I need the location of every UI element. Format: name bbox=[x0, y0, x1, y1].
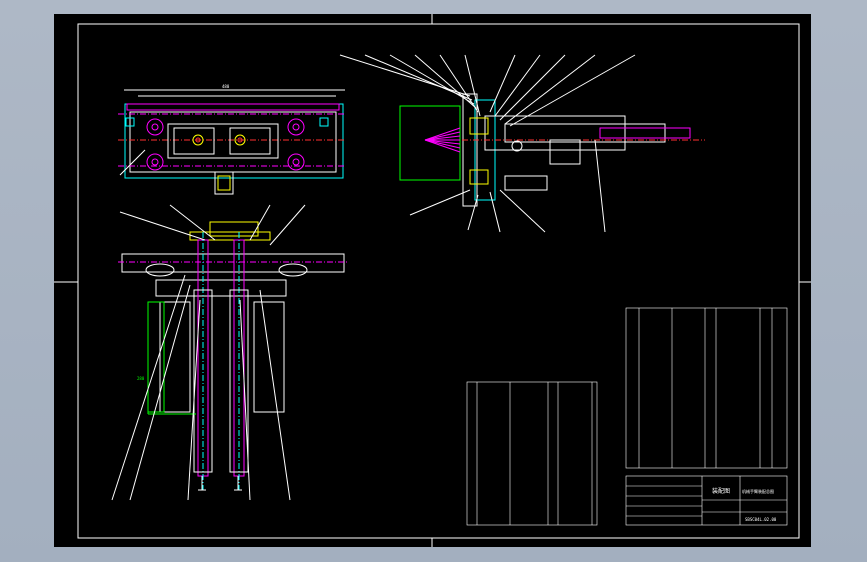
sheet-frame bbox=[54, 14, 811, 547]
front-view-dimension: 280 bbox=[137, 376, 145, 381]
bom-table-left bbox=[466, 381, 598, 526]
plan-view-dimension: 480 bbox=[222, 84, 230, 89]
plan-view: 480 bbox=[118, 84, 345, 195]
bom-table-right bbox=[625, 307, 788, 469]
title-block-part-number: SBSC04L.02.00 bbox=[745, 517, 777, 522]
front-view: 280 bbox=[111, 204, 348, 501]
title-block-heading: 装配图 bbox=[712, 487, 730, 495]
title-block-drawing-name: 机械手臂装配总图 bbox=[742, 488, 774, 494]
side-view bbox=[339, 54, 705, 233]
title-block bbox=[625, 475, 788, 526]
